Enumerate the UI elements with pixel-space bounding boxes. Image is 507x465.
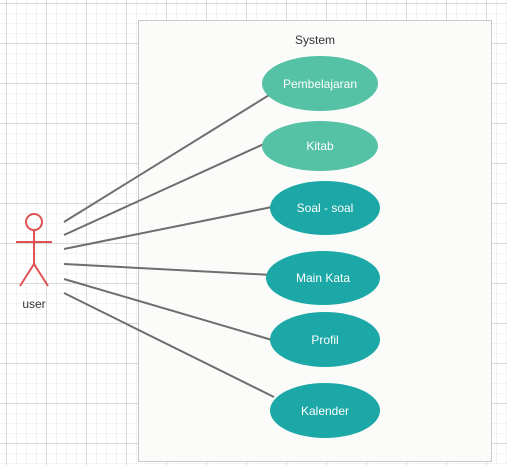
usecase-kitab[interactable]: Kitab bbox=[262, 121, 378, 171]
usecase-label-profil: Profil bbox=[311, 332, 339, 347]
usecase-label-pembelajaran: Pembelajaran bbox=[282, 76, 358, 91]
actor-label: user bbox=[22, 297, 46, 311]
usecase-kalender[interactable]: Kalender bbox=[270, 383, 380, 438]
usecase-label-soal-soal: Soal - soal bbox=[296, 201, 354, 215]
usecase-label-kalender: Kalender bbox=[300, 403, 350, 418]
usecase-soal-soal[interactable]: Soal - soal bbox=[270, 181, 380, 235]
usecase-main-kata[interactable]: Main Kata bbox=[266, 251, 380, 305]
usecase-profil[interactable]: Profil bbox=[270, 312, 380, 367]
usecase-pembelajaran[interactable]: Pembelajaran bbox=[262, 56, 378, 111]
stick-figure-icon[interactable] bbox=[14, 212, 54, 292]
usecase-label-kitab: Kitab bbox=[306, 139, 334, 153]
system-title: System bbox=[294, 33, 335, 47]
usecase-label-main-kata: Main Kata bbox=[295, 271, 351, 285]
